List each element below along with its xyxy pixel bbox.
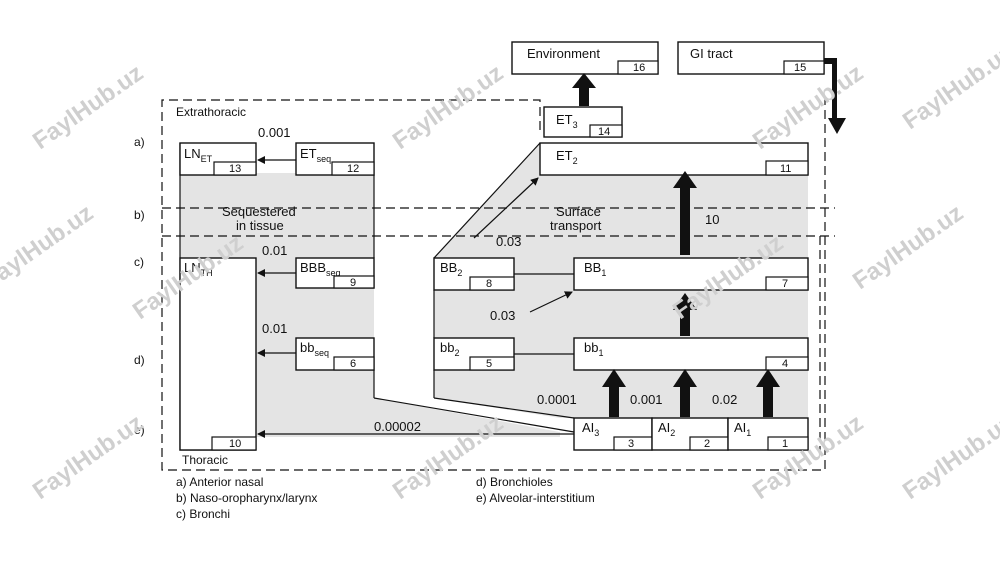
ai1-label: AI1 xyxy=(734,420,751,438)
environment-number: 16 xyxy=(633,62,645,74)
ai3-to-bb1-arrow xyxy=(602,369,626,417)
legend-e: e) Alveolar-interstitium xyxy=(476,491,595,505)
rate-et-seq-ln: 0.001 xyxy=(258,125,291,140)
ln-th-number-box xyxy=(211,436,257,451)
rate-bb2-bb1: 0.03 xyxy=(490,308,515,323)
thick-arrows xyxy=(572,58,846,417)
surface-diagonal xyxy=(433,142,541,259)
bb-seq-number: 6 xyxy=(350,358,356,370)
gi-tract-compartment xyxy=(677,41,825,75)
legend-a: a) Anterior nasal xyxy=(176,475,263,489)
bbb-seq-label: BBBseq xyxy=(300,260,341,278)
watermark: FaylHub.uz xyxy=(0,199,98,295)
et2-label: ET2 xyxy=(556,148,578,166)
ln-th-compartment xyxy=(179,257,257,451)
sequestered-shaded-area xyxy=(180,173,560,437)
rate-ai1-bb1: 0.02 xyxy=(712,392,737,407)
et3-to-environment-arrow xyxy=(572,73,596,106)
bb2-to-bb1-arrow xyxy=(529,291,573,313)
bb1-to-et2-arrow xyxy=(673,171,697,255)
watermark: FaylHub.uz xyxy=(28,59,148,155)
legend-c: c) Bronchi xyxy=(176,507,230,521)
bb1-bronchioles-compartment xyxy=(573,337,809,371)
bb2-bronchi-label: BB2 xyxy=(440,260,462,278)
row-marker-c: c) xyxy=(134,255,144,269)
rate-surface: 10 xyxy=(705,212,719,227)
et2-number: 11 xyxy=(780,163,791,175)
bb-seq-label: bbseq xyxy=(300,340,329,358)
bbb-seq-number: 9 xyxy=(350,277,356,289)
bbb-seq-number-box xyxy=(333,275,375,289)
et-seq-label: ETseq xyxy=(300,146,331,164)
bb2-bronchi-number-box xyxy=(469,276,515,291)
et2-number-box xyxy=(765,160,809,176)
extrathoracic-label: Extrathoracic xyxy=(176,105,246,119)
legend-b: b) Naso-oropharynx/larynx xyxy=(176,491,317,505)
bb1-bronchi-number: 7 xyxy=(782,278,788,290)
watermark: FaylHub.uz xyxy=(28,409,148,505)
rate-ai2-bb1: 0.001 xyxy=(630,392,663,407)
et2-compartment xyxy=(539,142,809,176)
ai2-to-bb1-arrow xyxy=(673,369,697,417)
row-marker-d: d) xyxy=(134,353,145,367)
sequestered-diagonal xyxy=(373,397,575,433)
ln-et-number: 13 xyxy=(229,163,241,175)
bb-seq-number-box xyxy=(333,356,375,371)
et-seq-number: 12 xyxy=(347,163,359,175)
bb2-bronchioles-number-box xyxy=(469,356,515,371)
rate-ai3-bb1: 0.0001 xyxy=(537,392,577,407)
rate-bb-ln: 0.01 xyxy=(262,321,287,336)
rate-bbb-ln: 0.01 xyxy=(262,243,287,258)
ln-et-label: LNET xyxy=(184,146,213,164)
ai1-number-box xyxy=(767,436,809,451)
extrathoracic-boundary xyxy=(161,90,826,471)
et3-label: ET3 xyxy=(556,112,578,130)
et-seq-number-box xyxy=(331,161,375,176)
watermark: FaylHub.uz xyxy=(898,409,1000,505)
row-marker-e: e) xyxy=(134,423,145,437)
bb2-to-et2-arrow xyxy=(473,177,539,239)
ln-et-number-box xyxy=(213,161,257,176)
watermark: FaylHub.uz xyxy=(898,39,1000,135)
watermark: FaylHub.uz xyxy=(848,199,968,295)
ai3-number: 3 xyxy=(628,438,634,450)
rate-et2-bb2: 0.03 xyxy=(496,234,521,249)
ai2-label: AI2 xyxy=(658,420,675,438)
gi-tract-outflow-arrow xyxy=(824,58,846,134)
bb1-bronchi-number-box xyxy=(765,276,809,291)
ai2-number: 2 xyxy=(704,438,710,450)
gi-tract-number: 15 xyxy=(794,62,806,74)
ln-th-label: LNTH xyxy=(184,260,213,278)
legend-d: d) Bronchioles xyxy=(476,475,553,489)
ai1-number: 1 xyxy=(782,438,788,450)
bb1-bronchi-label: BB1 xyxy=(584,260,606,278)
sequestered-label-2: in tissue xyxy=(236,218,284,233)
et3-number-box xyxy=(589,124,623,138)
bb1-bronchioles-number-box xyxy=(765,356,809,371)
environment-number-box xyxy=(617,60,659,75)
watermark: FaylHub.uz xyxy=(388,59,508,155)
ai1-to-bb1-arrow xyxy=(756,369,780,417)
bb2-bronchioles-number: 5 xyxy=(486,358,492,370)
surface-label-1: Surface xyxy=(556,204,601,219)
ai-diagonal xyxy=(433,397,575,419)
ai3-label: AI3 xyxy=(582,420,599,438)
bb2-bronchi-number: 8 xyxy=(486,278,492,290)
gi-tract-number-box xyxy=(783,60,825,75)
bb1-lower-to-upper-arrow xyxy=(673,293,697,336)
environment-label: Environment xyxy=(527,46,600,61)
row-marker-b: b) xyxy=(134,208,145,222)
row-marker-a: a) xyxy=(134,135,145,149)
bb1-bronchioles-number: 4 xyxy=(782,358,788,370)
sequestered-label-1: Sequestered xyxy=(222,204,296,219)
bb1-bronchioles-label: bb1 xyxy=(584,340,603,358)
rate-ai3-ln: 0.00002 xyxy=(374,419,421,434)
surface-label-2: transport xyxy=(550,218,602,233)
thoracic-label: Thoracic xyxy=(182,453,228,467)
et3-number: 14 xyxy=(598,126,610,138)
bb2-bronchioles-label: bb2 xyxy=(440,340,459,358)
gi-tract-label: GI tract xyxy=(690,46,733,61)
ln-th-number: 10 xyxy=(229,438,241,450)
